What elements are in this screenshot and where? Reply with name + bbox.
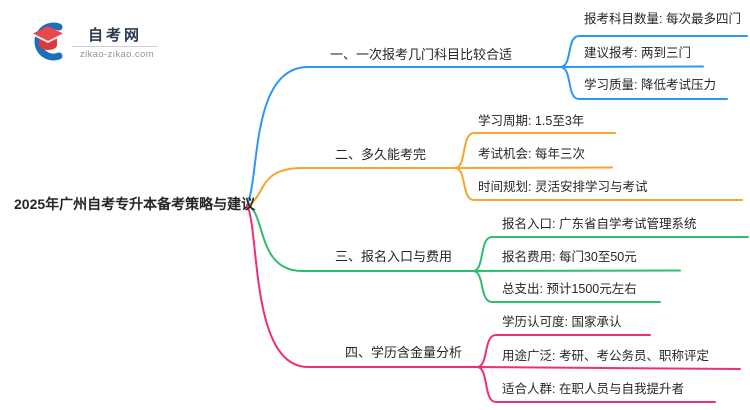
branch2-title: 二、多久能考完 [335,147,427,162]
branch4-child3: 适合人群: 在职人员与自我提升者 [502,382,684,396]
branch3-child1-line [472,236,749,272]
branch4-child3-line [476,366,716,403]
branch1-child3-line [559,66,728,100]
branch3-child1: 报名入口: 广东省自学考试管理系统 [502,217,697,231]
branch2-child1: 学习周期: 1.5至3年 [478,114,585,128]
branch3-lines [246,204,749,303]
branch1-lines [246,35,748,206]
branch2-lines [246,132,743,206]
branch2-child3-line [454,167,743,201]
branch2-child2-line [454,166,613,169]
logo-domain: zikao-zikao.com [79,49,155,60]
branch1-child1-line [559,35,748,68]
branch2-child3: 时间规划: 灵活安排学习与考试 [478,180,648,194]
branch1-child1: 报考科目数量: 每次最多四门 [584,12,741,26]
branch4-main-line [246,204,478,368]
branch4-lines [246,204,741,403]
branch1-child3: 学习质量: 降低考试压力 [584,78,716,92]
branch3-child3: 总支出: 预计1500元左右 [502,282,637,296]
graduation-cap-icon [33,22,63,61]
branch2-child1-line [454,132,616,169]
branch1-child2: 建议报考: 两到三门 [584,46,691,60]
root-topic: 2025年广州自考专升本备考策略与建议 [14,196,256,212]
branch2-child2: 考试机会: 每年三次 [478,147,585,161]
branch3-title: 三、报名入口与费用 [335,249,453,264]
branch3-child2-line [472,269,681,272]
branch3-main-line [246,204,474,272]
branch4-child1: 学历认可度: 国家承认 [502,315,622,329]
branch2-main-line [246,167,456,206]
branch1-main-line [246,66,561,206]
branch4-child2-line [476,366,741,370]
branch3-child2: 报名费用: 每门30至50元 [502,250,637,264]
branch3-child3-line [472,270,661,303]
logo-title: 自考网 [87,27,142,44]
branch4-child2: 用途广泛: 考研、考公务员、职称评定 [502,349,709,363]
branch1-child2-line [559,65,704,68]
branch1-title: 一、一次报考几门科目比较合适 [330,47,513,62]
site-logo: 自考网 zikao-zikao.com [28,18,158,66]
logo-divider [72,46,158,47]
branch4-child1-line [476,334,651,368]
branch4-title: 四、学历含金量分析 [345,345,463,360]
